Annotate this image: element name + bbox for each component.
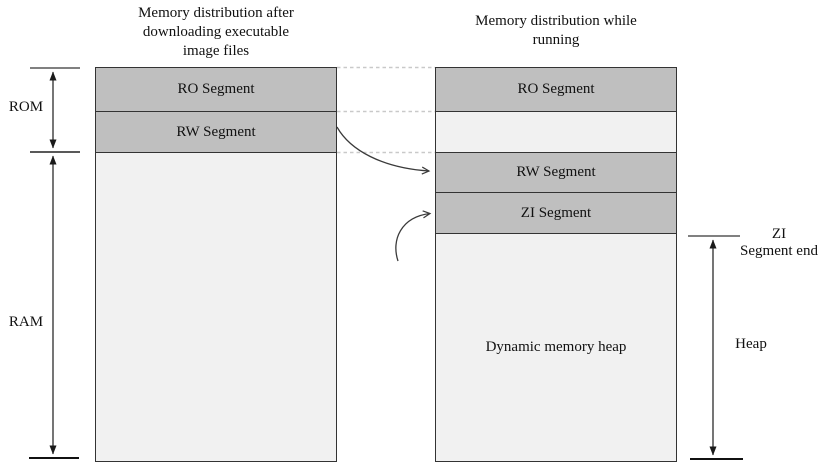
rom-label: ROM	[8, 99, 44, 115]
right-rw-segment: RW Segment	[436, 153, 676, 193]
zi-segment-end-line2: Segment end	[740, 243, 818, 259]
right-ro-segment: RO Segment	[436, 68, 676, 112]
segment-label: ZI Segment	[520, 204, 592, 221]
rw-relocation-arrow	[336, 126, 429, 171]
zi-segment-end-label: ZI Segment end	[731, 226, 827, 260]
right-gap-area	[436, 112, 676, 153]
segment-label: RW Segment	[516, 164, 596, 180]
left-ro-segment: RO Segment	[96, 68, 336, 112]
left-empty-ram-area	[96, 153, 336, 461]
right-memory-column: RO Segment RW Segment ZI Segment Dynamic…	[435, 67, 677, 462]
zi-pointer-arrow	[395, 214, 430, 262]
segment-label: RO Segment	[177, 81, 255, 97]
right-column-title: Memory distribution while running	[475, 13, 637, 48]
segment-label: RO Segment	[517, 81, 595, 97]
zi-segment-end-line1: ZI	[771, 226, 787, 242]
right-zi-segment: ZI Segment	[436, 193, 676, 234]
segment-label: RW Segment	[176, 123, 256, 140]
left-rw-segment: RW Segment	[96, 112, 336, 153]
left-memory-column: RO Segment RW Segment	[95, 67, 337, 462]
heap-label: Heap	[735, 336, 767, 352]
segment-label: Dynamic memory heap	[485, 339, 627, 355]
left-column-title: Memory distribution after downloading ex…	[138, 5, 294, 59]
ram-label: RAM	[8, 314, 44, 330]
right-dynamic-heap-segment: Dynamic memory heap	[436, 234, 676, 461]
